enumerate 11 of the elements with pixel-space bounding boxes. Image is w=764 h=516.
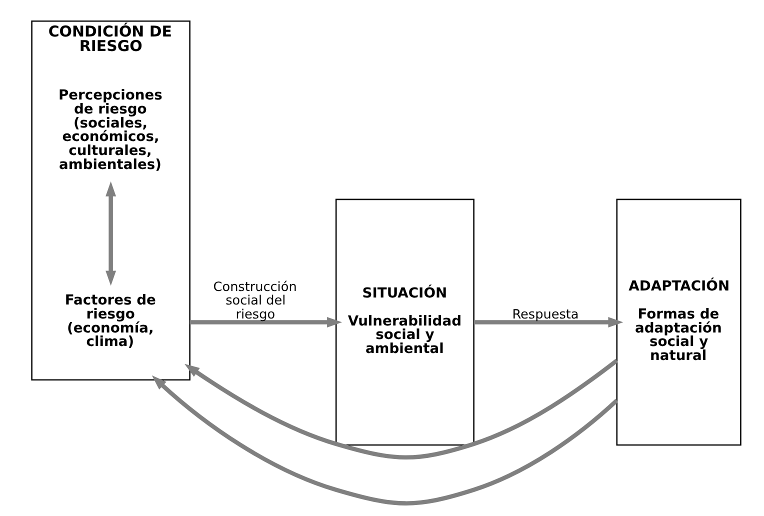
arrow (106, 181, 116, 286)
arrow (474, 316, 624, 328)
arrow (190, 316, 342, 328)
node-text: Percepciones de riesgo (sociales, económicos, culturales, ambientales) (58, 88, 162, 173)
edge-label: Respuesta (512, 308, 579, 323)
arrow (152, 375, 618, 506)
node-box: ADAPTACIÓN Formas de adaptación social y natural (616, 198, 742, 446)
edge-label: Construcción social del riesgo (213, 280, 297, 323)
node-text: Factores de riesgo (economía, clima) (64, 292, 156, 350)
node-box: SITUACIÓN Vulnerabilidad social y ambiental (335, 198, 474, 446)
arrow (184, 358, 618, 460)
